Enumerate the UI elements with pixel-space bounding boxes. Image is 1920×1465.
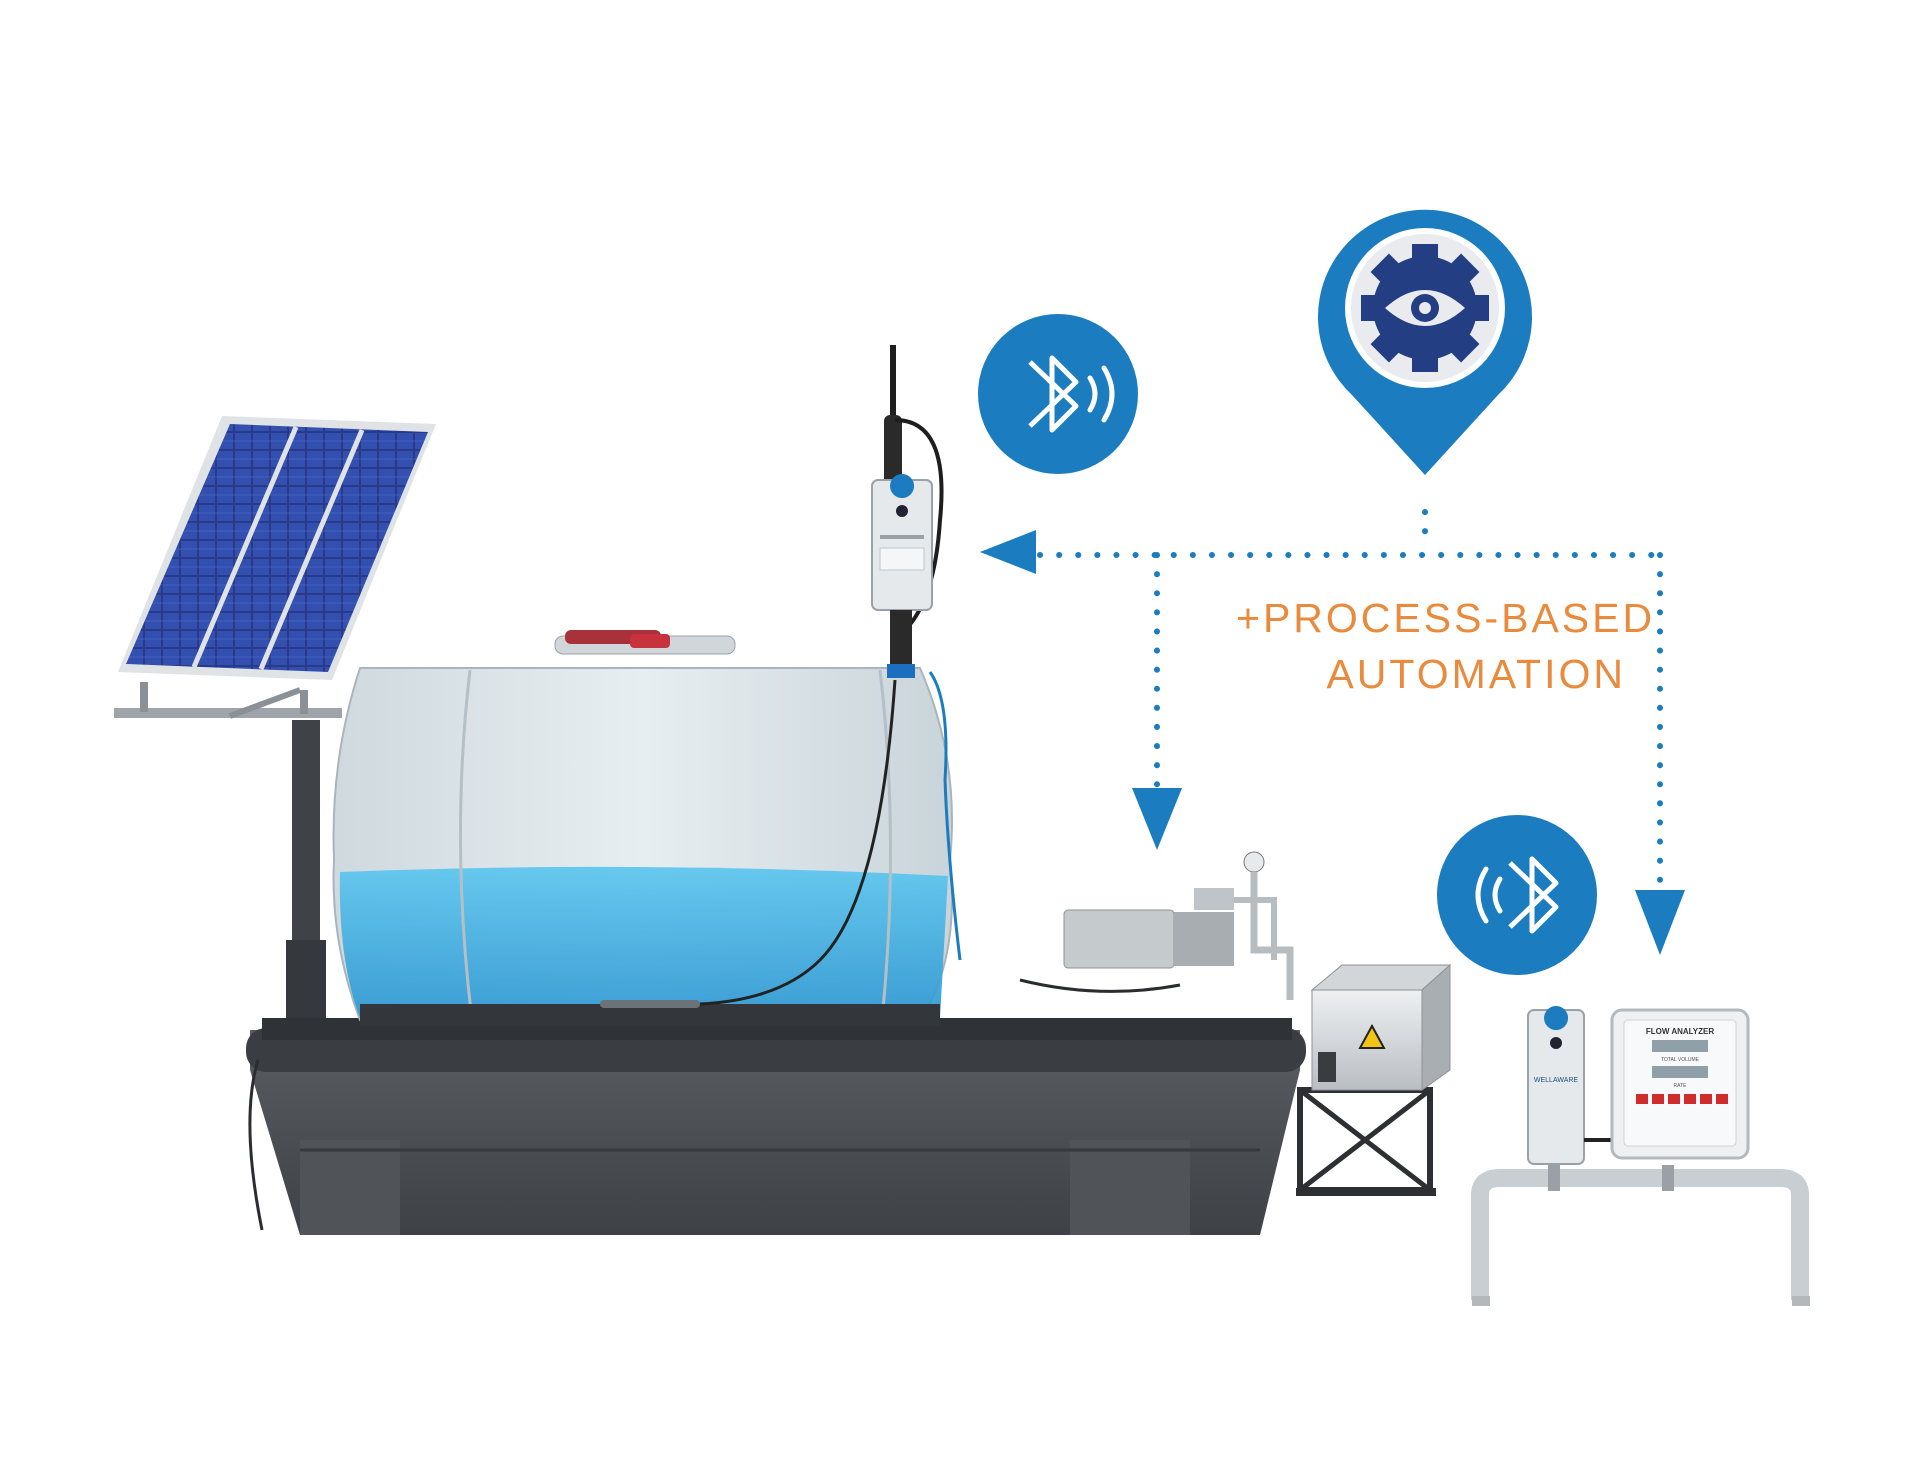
automation-flow-lines [1037, 509, 1663, 883]
arrow-down-left [1132, 788, 1182, 850]
solar-pole [292, 720, 320, 980]
arrow-left [980, 530, 1036, 574]
flow-analyzer-title: FLOW ANALYZER [1646, 1027, 1715, 1036]
electrical-enclosure [1296, 963, 1452, 1196]
total-display [1652, 1040, 1708, 1052]
water-tank [332, 630, 953, 1026]
electrical-hazard-icon [1358, 1023, 1386, 1049]
rate-display [1652, 1066, 1708, 1078]
flow-meter-station: WELLAWARE FLOW ANALYZER TOTAL VOLUME RAT… [1471, 1006, 1810, 1306]
solar-panel [114, 416, 436, 1030]
containment-tub [246, 1018, 1306, 1235]
process-automation-line-1: +PROCESS-BASED [1236, 595, 1656, 641]
bluetooth-signal-icon [1437, 815, 1597, 975]
pump-assembly [1019, 851, 1294, 1000]
bluetooth-signal-icon [978, 314, 1138, 474]
process-automation-line-2: AUTOMATION [1326, 651, 1626, 697]
pressure-transducer [600, 1000, 700, 1008]
rate-unit-label: RATE [1674, 1083, 1688, 1089]
flow-monitor-device [1527, 1009, 1585, 1165]
tank-monitor-device [871, 345, 962, 961]
total-unit-label: TOTAL VOLUME [1661, 1057, 1700, 1063]
gear-eye-location-pin-icon [1318, 209, 1532, 475]
tank-water [339, 866, 948, 1018]
process-automation-label: +PROCESS-BASED AUTOMATION [1236, 590, 1656, 702]
arrow-down-right [1635, 890, 1685, 955]
analyzer-buttons [1636, 1094, 1728, 1104]
device-brand-logo: WELLAWARE [1534, 1077, 1579, 1084]
